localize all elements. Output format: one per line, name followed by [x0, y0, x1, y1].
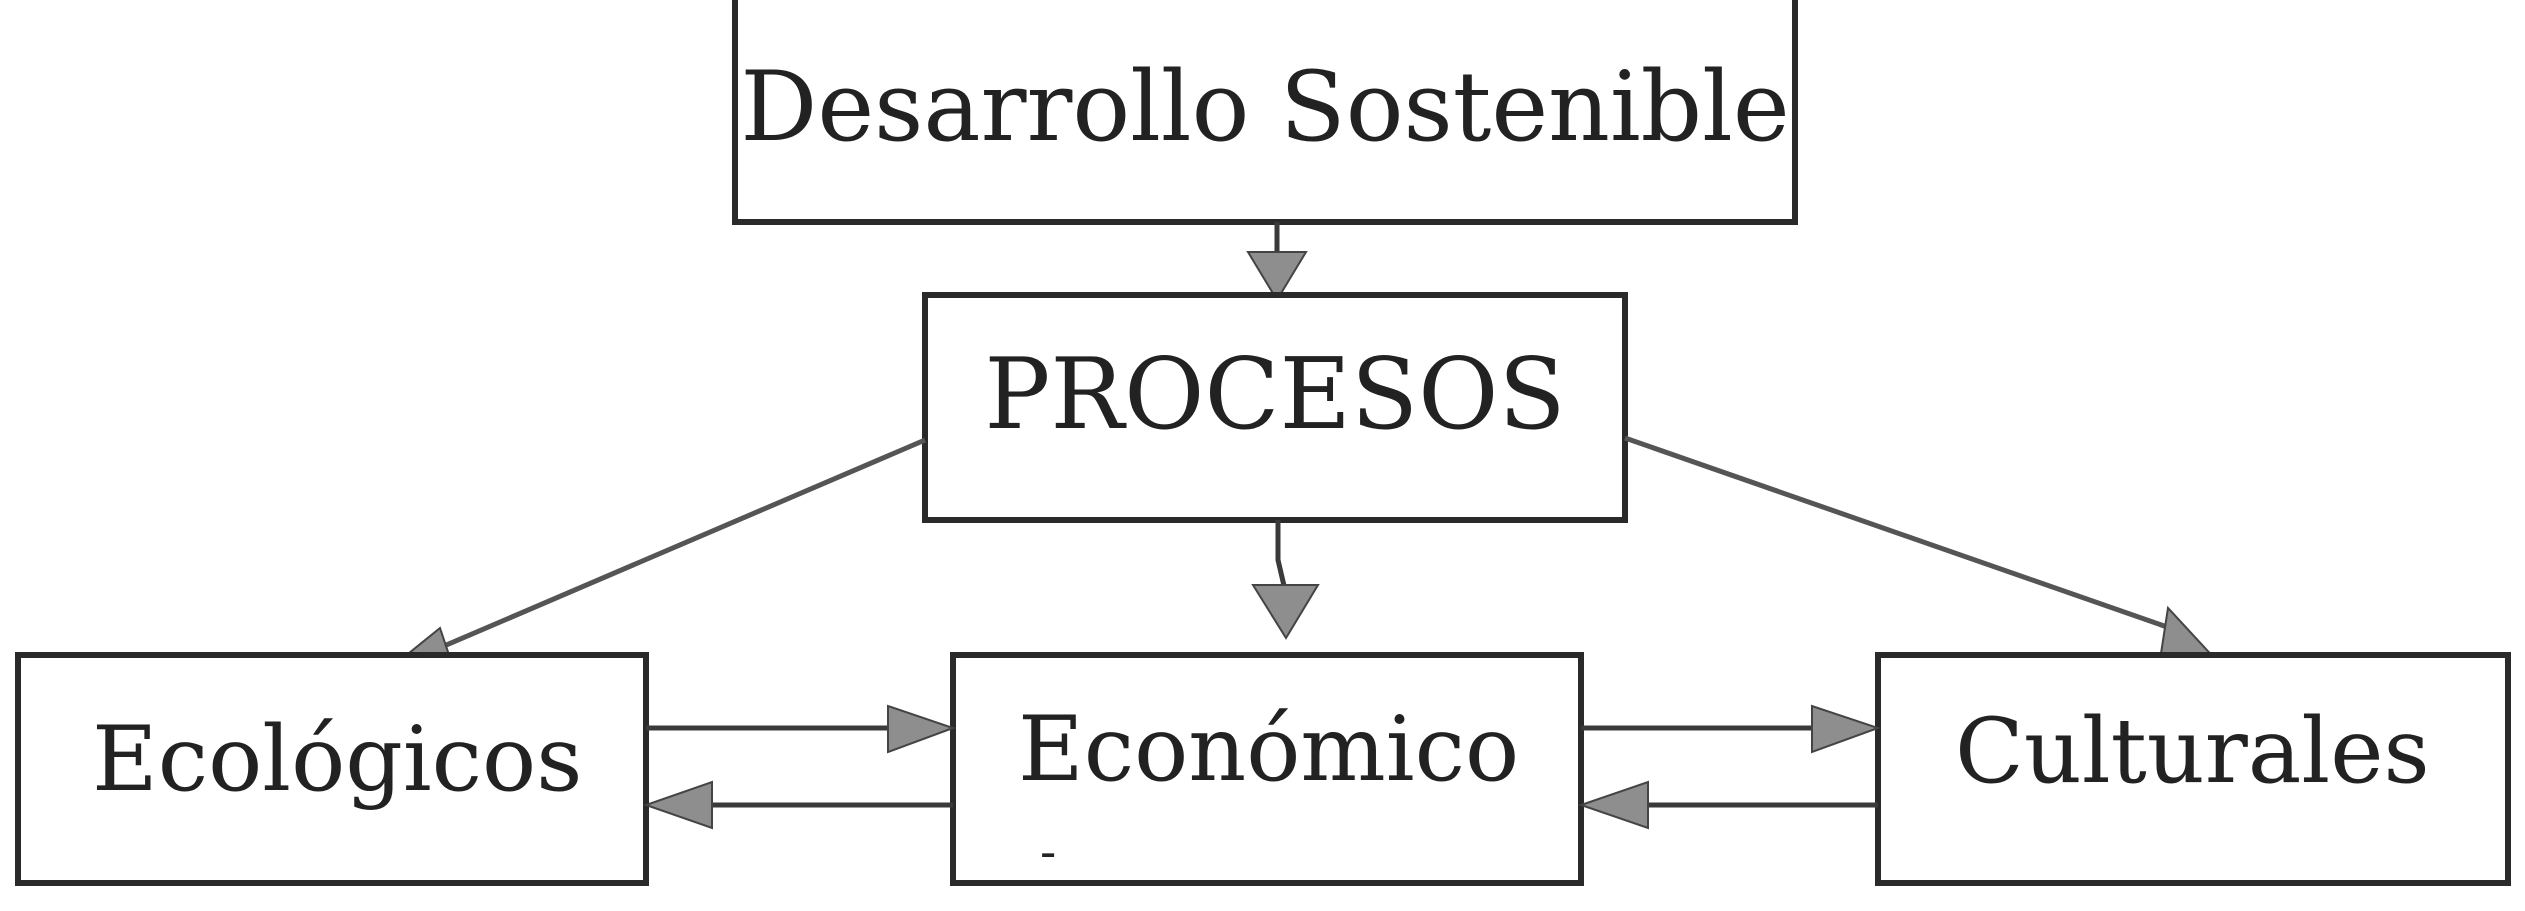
label-economico: Económico: [1018, 697, 1519, 802]
label-economico-mark: -: [1040, 824, 1056, 880]
node-box-desarrollo-sostenible: [732, 0, 1798, 225]
node-procesos: PROCESOS: [922, 292, 1628, 523]
edge-procesos-to-culturales: [1624, 435, 2171, 631]
label-ecologicos: Ecológicos: [92, 707, 582, 812]
node-economico: Económico -: [950, 652, 1584, 886]
edge-procesos-to-economico: [1275, 520, 1288, 591]
label-procesos: PROCESOS: [984, 338, 1565, 452]
node-box-culturales: [1875, 652, 2511, 886]
node-box-procesos: [922, 292, 1628, 523]
label-desarrollo-sostenible: Desarrollo Sostenible: [740, 51, 1789, 163]
arrowhead-desarrollo-to-procesos: [1246, 251, 1308, 302]
arrowhead-economico-to-culturales: [1811, 704, 1882, 754]
edge-procesos-to-ecologicos: [429, 437, 926, 655]
arrowhead-ecologicos-to-economico: [887, 704, 956, 754]
arrowhead-economico-to-ecologicos: [642, 780, 713, 830]
node-culturales: Culturales: [1875, 652, 2511, 886]
label-culturales: Culturales: [1955, 699, 2430, 804]
arrowhead-procesos-to-economico: [1251, 584, 1320, 640]
node-desarrollo-sostenible: Desarrollo Sostenible: [732, 0, 1798, 225]
node-box-ecologicos: [15, 652, 649, 886]
node-ecologicos: Ecológicos: [15, 652, 649, 886]
node-box-economico: [950, 652, 1584, 886]
arrowhead-culturales-to-economico: [1577, 780, 1649, 830]
